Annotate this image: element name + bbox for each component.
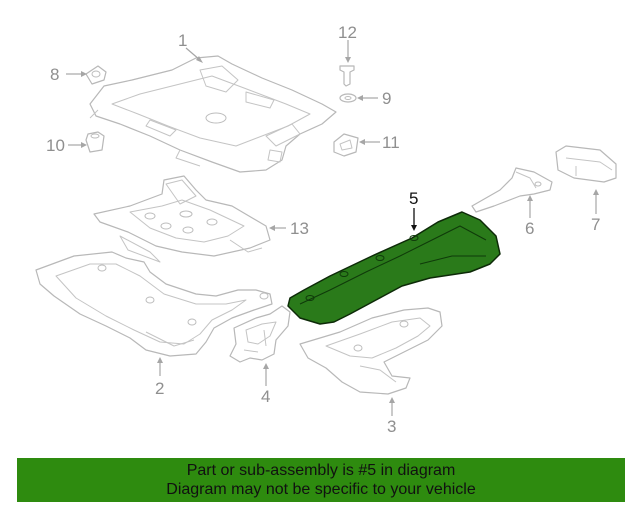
callout-13: 13	[290, 219, 309, 238]
banner-line-2: Diagram may not be specific to your vehi…	[166, 481, 476, 498]
part-10-nut	[85, 131, 105, 153]
part-9-washer	[339, 93, 357, 103]
callout-1: 1	[178, 31, 187, 50]
callout-9: 9	[382, 89, 391, 108]
callout-5: 5	[409, 189, 418, 208]
callout-8: 8	[50, 65, 59, 84]
banner-line-1: Part or sub-assembly is #5 in diagram	[186, 462, 456, 479]
part-5-highlighted-shield	[287, 211, 501, 325]
part-7-small-cover	[555, 145, 617, 183]
callout-3: 3	[387, 417, 396, 436]
part-1-upper-shield	[89, 55, 337, 173]
callout-11: 11	[382, 133, 400, 152]
part-12-bolt	[339, 65, 355, 87]
leader-lines	[66, 40, 599, 416]
footer-banner: Part or sub-assembly is #5 in diagram Di…	[17, 458, 625, 502]
callout-10: 10	[46, 136, 65, 155]
callout-2: 2	[155, 379, 164, 398]
parts-diagram: 1 8 10 12 9 11 13 2 4 3 6 7 5	[35, 23, 617, 436]
part-3-rear-shield	[299, 307, 443, 395]
part-13-center-brace	[93, 175, 271, 263]
part-2-lower-shield	[35, 251, 273, 357]
callout-6: 6	[525, 219, 534, 238]
part-11-speed-nut	[333, 133, 359, 157]
callout-labels: 1 8 10 12 9 11 13 2 4 3 6 7 5	[46, 23, 600, 436]
part-4-bracket	[229, 305, 291, 363]
callout-12: 12	[338, 23, 357, 42]
part-8-clip	[85, 65, 107, 85]
callout-7: 7	[591, 215, 600, 234]
callout-4: 4	[261, 387, 270, 406]
part-6-strip	[471, 167, 553, 213]
